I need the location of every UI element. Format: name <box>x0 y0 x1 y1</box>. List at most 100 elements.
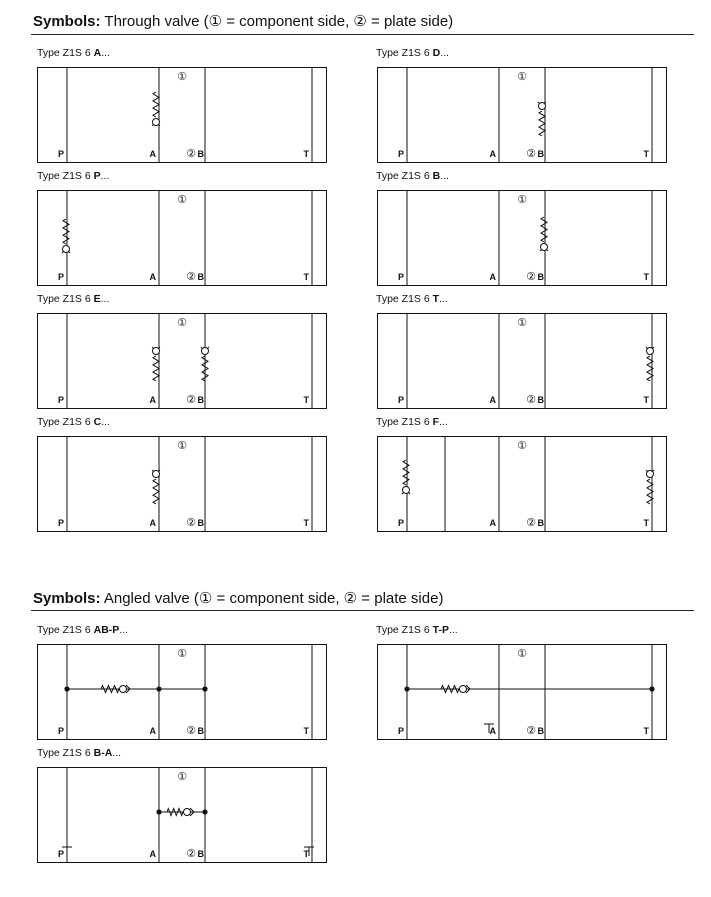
type-label-d: Type Z1S 6 D... <box>376 47 449 59</box>
type-label-a: Type Z1S 6 A... <box>37 47 110 59</box>
frame <box>37 644 327 740</box>
plate-side-marker: ② <box>526 724 536 737</box>
port-label-t: T <box>644 395 650 405</box>
junction-dot <box>202 809 208 815</box>
check-ball-icon <box>152 118 160 126</box>
plug-icon <box>304 846 314 856</box>
plate-side-marker: ② <box>186 847 196 860</box>
type-label-f: Type Z1S 6 F... <box>376 416 448 428</box>
check-ball-icon <box>62 245 70 253</box>
spring-icon <box>166 807 184 817</box>
port-label-a: A <box>150 395 157 405</box>
port-label-p: P <box>398 272 404 282</box>
port-label-t: T <box>304 149 310 159</box>
port-label-p: P <box>58 518 64 528</box>
frame <box>377 644 667 740</box>
port-label-b: B <box>198 849 205 859</box>
component-side-marker: ① <box>177 70 187 83</box>
type-label-c: Type Z1S 6 C... <box>37 416 110 428</box>
component-side-marker: ① <box>177 193 187 206</box>
spring-icon <box>152 91 160 118</box>
spring-icon <box>152 355 160 382</box>
heading-rule <box>31 34 694 35</box>
port-label-b: B <box>538 149 545 159</box>
port-label-a: A <box>150 849 157 859</box>
check-ball-icon <box>183 808 191 816</box>
port-label-b: B <box>538 726 545 736</box>
frame <box>37 767 327 863</box>
port-label-a: A <box>150 726 157 736</box>
frame <box>37 190 327 286</box>
frame <box>377 436 667 532</box>
port-label-a: A <box>490 518 497 528</box>
port-label-a: A <box>490 149 497 159</box>
port-label-t: T <box>304 395 310 405</box>
check-ball-icon <box>402 486 410 494</box>
junction-dot <box>156 809 162 815</box>
plug-icon <box>62 846 72 856</box>
junction-dot <box>649 686 655 692</box>
port-label-p: P <box>58 849 64 859</box>
check-ball-icon <box>119 685 127 693</box>
port-label-a: A <box>490 272 497 282</box>
port-label-p: P <box>58 272 64 282</box>
plug-icon <box>484 723 494 733</box>
plate-side-marker: ② <box>526 516 536 529</box>
port-label-p: P <box>58 395 64 405</box>
plate-side-marker: ② <box>186 516 196 529</box>
check-ball-icon <box>201 347 209 355</box>
check-ball-icon <box>152 347 160 355</box>
port-label-b: B <box>198 149 205 159</box>
through-valve-heading: Symbols: Through valve (① = component si… <box>33 12 453 30</box>
heading-text: Through valve (① = component side, ② = p… <box>100 13 454 30</box>
port-label-b: B <box>198 395 205 405</box>
frame <box>37 67 327 163</box>
port-label-a: A <box>150 149 157 159</box>
type-label-t: Type Z1S 6 T... <box>376 293 448 305</box>
component-side-marker: ① <box>177 647 187 660</box>
spring-icon <box>402 459 410 486</box>
type-label-t-p: Type Z1S 6 T-P... <box>376 624 458 636</box>
check-ball-icon <box>540 243 548 251</box>
valve-seat-icon <box>125 684 131 694</box>
port-label-t: T <box>304 726 310 736</box>
type-label-b-a: Type Z1S 6 B-A... <box>37 747 122 759</box>
port-label-t: T <box>644 272 650 282</box>
port-label-t: T <box>644 149 650 159</box>
component-side-marker: ① <box>517 70 527 83</box>
plate-side-marker: ② <box>186 724 196 737</box>
junction-dot <box>64 686 70 692</box>
component-side-marker: ① <box>177 770 187 783</box>
plate-side-marker: ② <box>186 393 196 406</box>
heading-bold: Symbols: <box>33 13 101 30</box>
component-side-marker: ① <box>517 193 527 206</box>
frame <box>377 190 667 286</box>
port-label-t: T <box>644 518 650 528</box>
spring-icon <box>646 478 654 505</box>
type-label-p: Type Z1S 6 P... <box>37 170 110 182</box>
spring-icon <box>201 355 209 382</box>
port-label-b: B <box>198 272 205 282</box>
junction-dot <box>156 686 162 692</box>
port-label-a: A <box>490 726 497 736</box>
port-label-a: A <box>490 395 497 405</box>
check-ball-icon <box>459 685 467 693</box>
valve-seat-icon <box>189 807 195 817</box>
check-ball-icon <box>646 347 654 355</box>
port-label-b: B <box>198 726 205 736</box>
plate-side-marker: ② <box>526 270 536 283</box>
frame <box>37 313 327 409</box>
port-label-t: T <box>304 849 310 859</box>
